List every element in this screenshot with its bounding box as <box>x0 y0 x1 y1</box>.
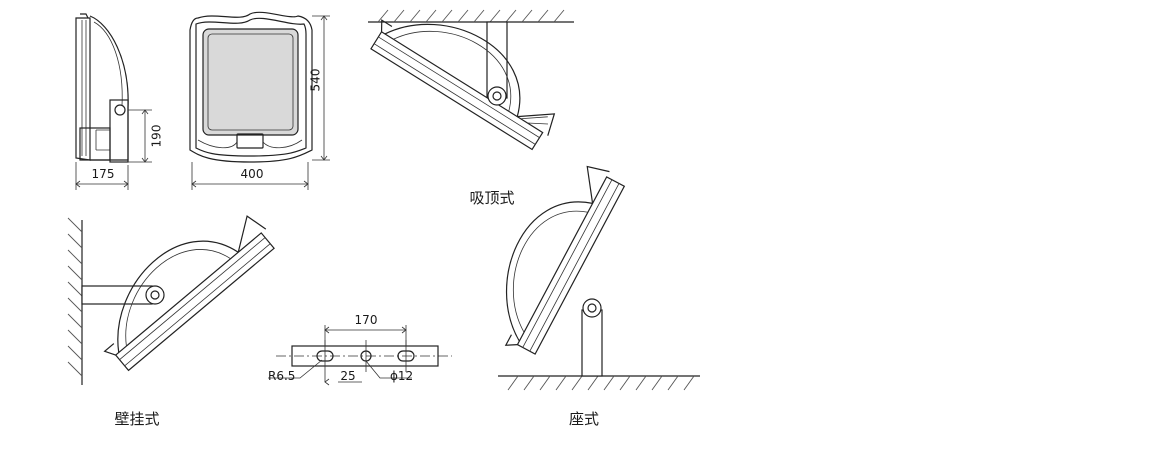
front-height-label: 540 <box>309 69 323 92</box>
ceiling-hatch <box>377 9 565 23</box>
side-depth-label: 175 <box>92 167 115 181</box>
bracket-hole-diameter-label: ϕ12 <box>390 369 413 383</box>
bracket-slot-radius-label: R6.5 <box>268 369 295 383</box>
caption-wall-mount: 壁挂式 <box>114 410 159 428</box>
bracket-edge-offset-label: 25 <box>340 369 355 383</box>
front-width-label: 400 <box>241 167 264 181</box>
wall-hatch <box>67 217 83 377</box>
caption-ceiling-mount: 吸顶式 <box>469 189 514 207</box>
floor-hatch <box>507 375 695 391</box>
bracket-detail: 170 R6.5 25 ϕ12 <box>268 313 452 386</box>
side-bracket-height-label: 190 <box>150 125 164 148</box>
wall-mount-view <box>67 215 275 385</box>
caption-floor-mount: 座式 <box>569 410 599 428</box>
ceiling-mount-view <box>368 9 574 151</box>
side-view: 190 175 <box>75 13 164 190</box>
floor-mount-view <box>498 165 700 391</box>
front-view: 540 400 <box>189 11 330 190</box>
bracket-hole-spacing-label: 170 <box>355 313 378 327</box>
